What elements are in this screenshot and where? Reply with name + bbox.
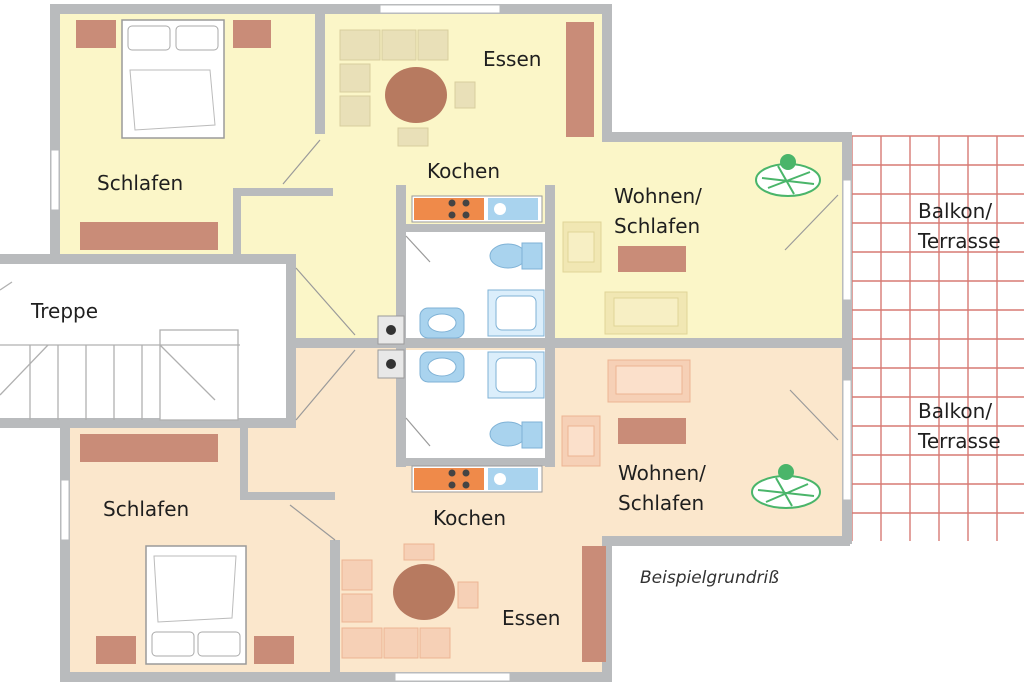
label-stairs: Treppe: [31, 299, 99, 323]
label-top-kitchen: Kochen: [427, 159, 501, 183]
shafts: [377, 315, 405, 379]
caption-example-floor-plan: Beispielgrundriß: [640, 568, 779, 588]
staircase: [0, 281, 240, 421]
sideboard: [566, 22, 594, 137]
top-bath-fixtures: [419, 242, 545, 339]
top-bedroom-furniture: [76, 19, 271, 250]
top-dining-furniture: [339, 22, 594, 147]
label-top-living-1: Wohnen/: [614, 184, 702, 208]
label-top-balcony-2: Terrasse: [918, 229, 1001, 253]
bottom-bath-fixtures: [419, 351, 545, 449]
sideboard: [582, 546, 606, 662]
sofa: [618, 418, 686, 444]
label-top-bedroom: Schlafen: [97, 171, 184, 195]
dresser: [80, 434, 218, 462]
stair-area: [0, 262, 290, 422]
top-living-furniture: [562, 154, 821, 335]
plant-icon: [751, 464, 821, 509]
top-kitchen-counter: [411, 195, 543, 223]
bottom-living-furniture: [561, 359, 821, 509]
label-top-living-2: Schlafen: [614, 214, 701, 238]
label-bottom-bedroom: Schlafen: [103, 497, 190, 521]
bottom-dining-furniture: [341, 543, 606, 662]
label-top-balcony-1: Balkon/: [918, 199, 993, 223]
sofa: [618, 246, 686, 272]
label-bottom-living-2: Schlafen: [618, 491, 705, 515]
dining-table: [385, 67, 447, 123]
label-bottom-balcony-2: Terrasse: [918, 429, 1001, 453]
plant-icon: [755, 154, 821, 197]
dresser: [80, 222, 218, 250]
dining-table: [393, 564, 455, 620]
label-bottom-balcony-1: Balkon/: [918, 399, 993, 423]
windows: [50, 4, 852, 682]
label-top-dining: Essen: [483, 47, 542, 71]
label-bottom-living-1: Wohnen/: [618, 461, 706, 485]
door-swings: [282, 139, 839, 541]
balcony-terrace-grid: [848, 133, 1024, 543]
label-bottom-kitchen: Kochen: [433, 506, 507, 530]
bottom-bedroom-furniture: [80, 434, 294, 665]
bottom-kitchen-counter: [411, 465, 543, 493]
label-bottom-dining: Essen: [502, 606, 561, 630]
